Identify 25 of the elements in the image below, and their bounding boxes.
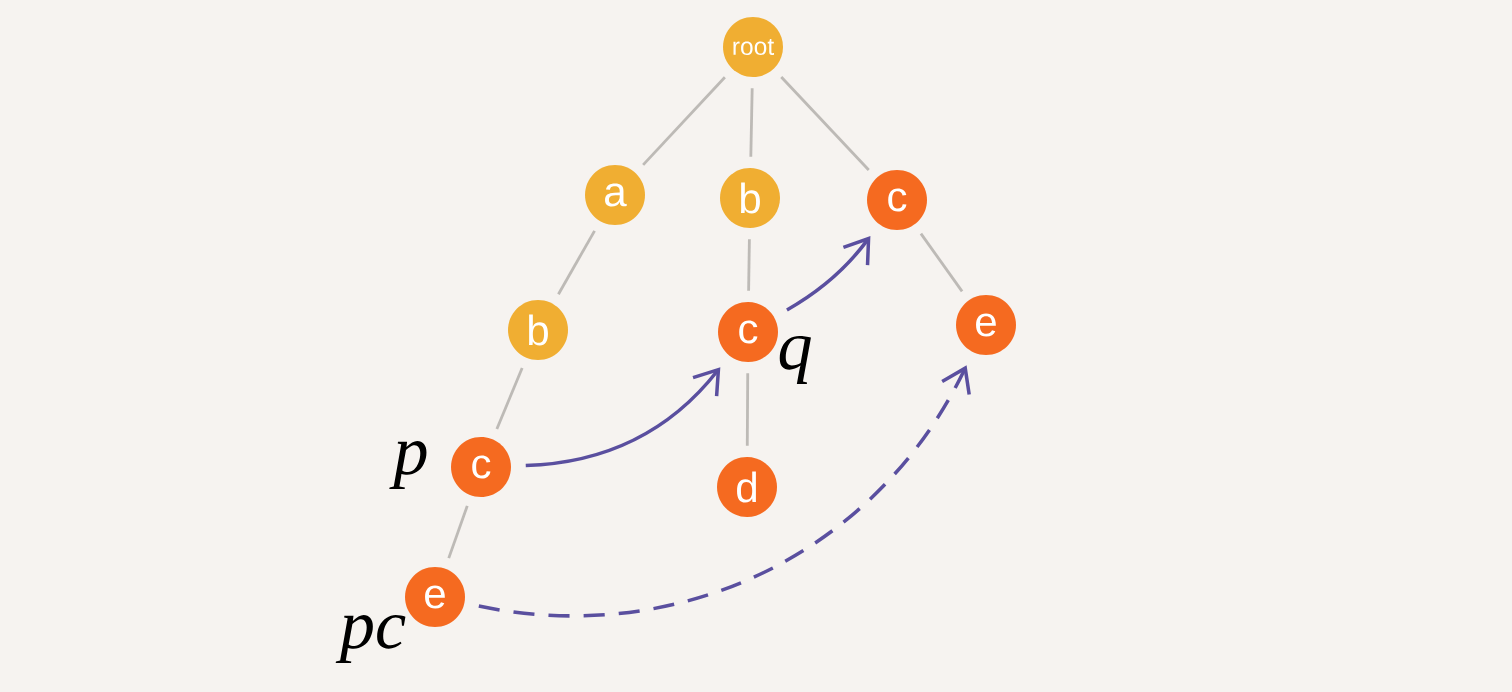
pointer-label: p [389, 440, 427, 489]
tree-node: e [405, 567, 465, 627]
tree-node: b [508, 300, 568, 360]
tree-edge [447, 505, 469, 559]
pointer-label: pc [335, 614, 406, 663]
tree-edge [557, 230, 596, 295]
tree-edge [642, 76, 726, 166]
tree-edge [919, 232, 964, 293]
arrow [786, 236, 871, 312]
tree-node: root [723, 17, 783, 77]
tree-edge [780, 76, 870, 171]
tree-node: c [451, 437, 511, 497]
tree-edge [749, 88, 754, 157]
tree-edge [747, 239, 751, 291]
tree-node: c [867, 170, 927, 230]
tree-node: c [718, 302, 778, 362]
arrow [525, 367, 721, 468]
tree-node: a [585, 165, 645, 225]
tree-node: b [720, 168, 780, 228]
tree-node: e [956, 295, 1016, 355]
pointer-label: q [779, 335, 811, 384]
arrow [478, 365, 971, 618]
tree-node: d [717, 457, 777, 517]
tree-edge [495, 367, 524, 430]
tree-edge [745, 373, 750, 446]
